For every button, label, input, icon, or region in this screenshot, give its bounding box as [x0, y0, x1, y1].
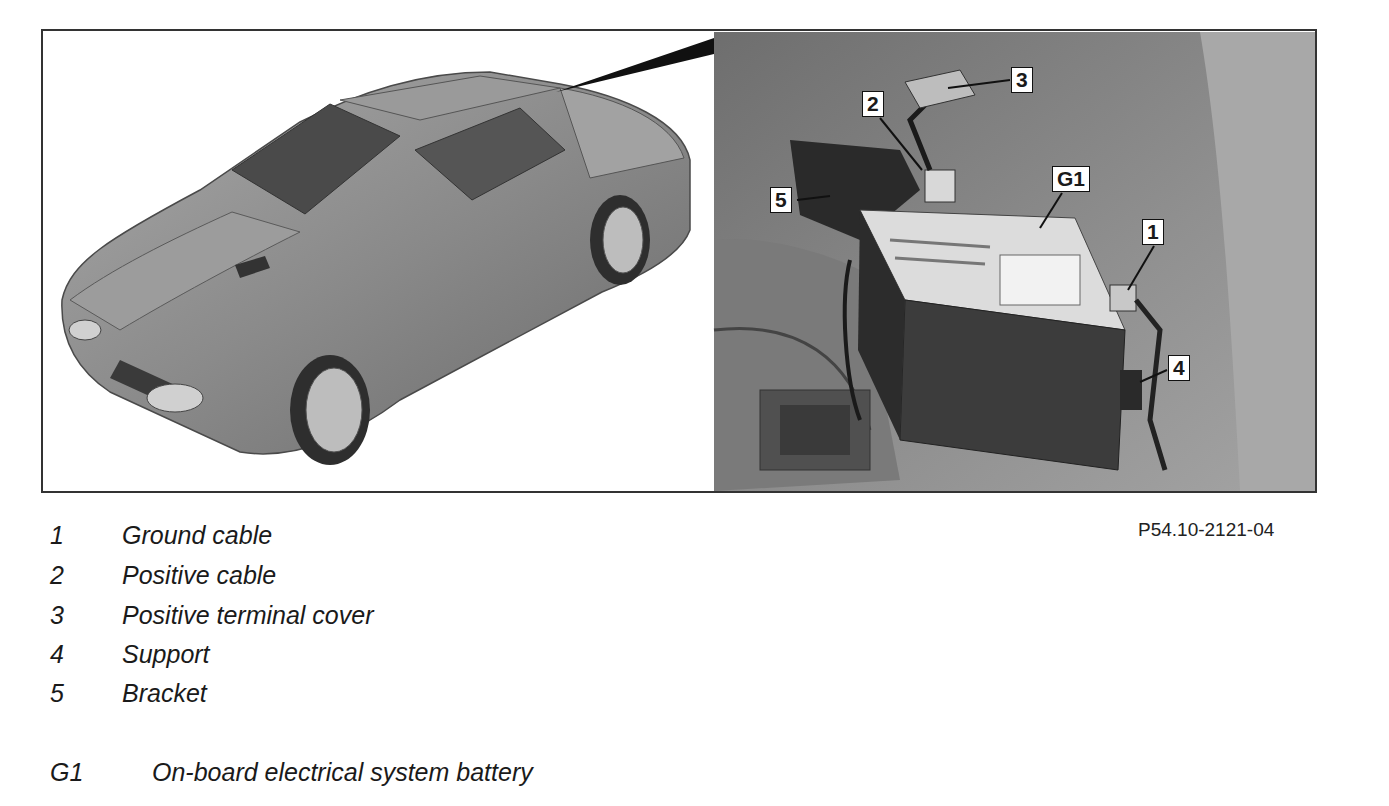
callout-number: 3 [1011, 67, 1033, 93]
part-name: Bracket [122, 678, 207, 708]
part-name: Support [122, 639, 210, 669]
pointer-wedge [556, 38, 714, 92]
legend-number: 4 [50, 639, 64, 669]
legend-number: 3 [50, 600, 64, 630]
legend-number: 5 [50, 678, 64, 708]
part-name: Positive terminal cover [122, 600, 373, 630]
part-name: On-board electrical system battery [152, 757, 533, 787]
legend-number: 1 [50, 520, 64, 550]
callout-number: 1 [1142, 219, 1164, 245]
part-name: Positive cable [122, 560, 276, 590]
legend-number: G1 [50, 757, 83, 787]
callout-number: 5 [770, 187, 792, 213]
legend-number: 2 [50, 560, 64, 590]
part-name: Ground cable [122, 520, 272, 550]
figure-frame [42, 30, 1316, 492]
car-illustration [62, 72, 690, 465]
callout-number: 4 [1168, 355, 1190, 381]
figure-code: P54.10-2121-04 [1138, 518, 1274, 542]
callout-number: 2 [862, 91, 884, 117]
callout-number: G1 [1052, 166, 1090, 192]
leader-lines [797, 80, 1167, 382]
battery-photo [714, 32, 1315, 491]
